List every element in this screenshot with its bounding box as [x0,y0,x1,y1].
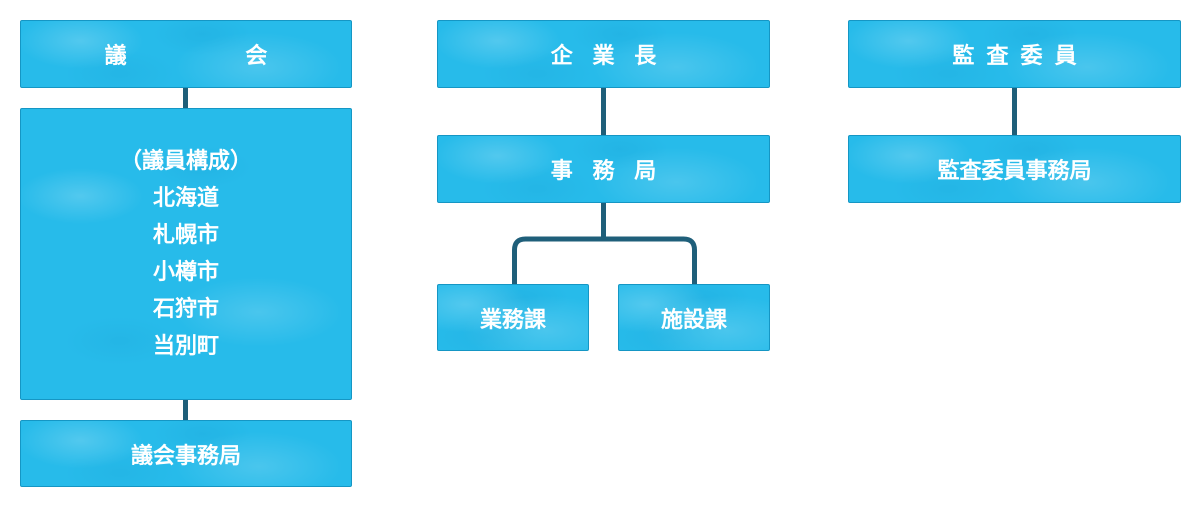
member-sapporo: 札幌市 [152,223,219,248]
connector-members-secretariat [183,400,188,420]
enterprise-head-box: 企業長 [437,20,770,88]
enterprise-head-label: 企業長 [550,44,677,69]
council-secretariat-label: 議会事務局 [130,443,241,469]
connector-audit [1012,88,1017,135]
connector-branch [512,236,697,284]
audit-committee-box: 監査委員 [848,20,1181,88]
office-label: 事務局 [550,159,677,184]
council-secretariat-box: 議会事務局 [20,420,352,487]
audit-secretariat-box: 監査委員事務局 [848,135,1181,203]
facilities-division-box: 施設課 [618,284,770,351]
members-header: （議員構成） [119,149,252,174]
audit-secretariat-label: 監査委員事務局 [937,159,1092,184]
business-division-label: 業務課 [479,307,546,333]
council-label: 議 会 [104,44,316,69]
facilities-division-label: 施設課 [660,307,727,333]
council-members-box: （議員構成） 北海道 札幌市 小樽市 石狩市 当別町 [20,108,352,400]
business-division-box: 業務課 [437,284,589,351]
council-box: 議 会 [20,20,352,88]
member-otaru: 小樽市 [152,260,219,285]
connector-council-members [183,88,188,108]
audit-committee-label: 監査委員 [952,44,1089,69]
connector-head-office [601,88,606,135]
office-box: 事務局 [437,135,770,203]
member-ishikari: 石狩市 [152,297,219,322]
connector-office-branch [601,203,606,239]
member-tobetsu: 当別町 [152,334,219,359]
member-hokkaido: 北海道 [152,186,219,211]
